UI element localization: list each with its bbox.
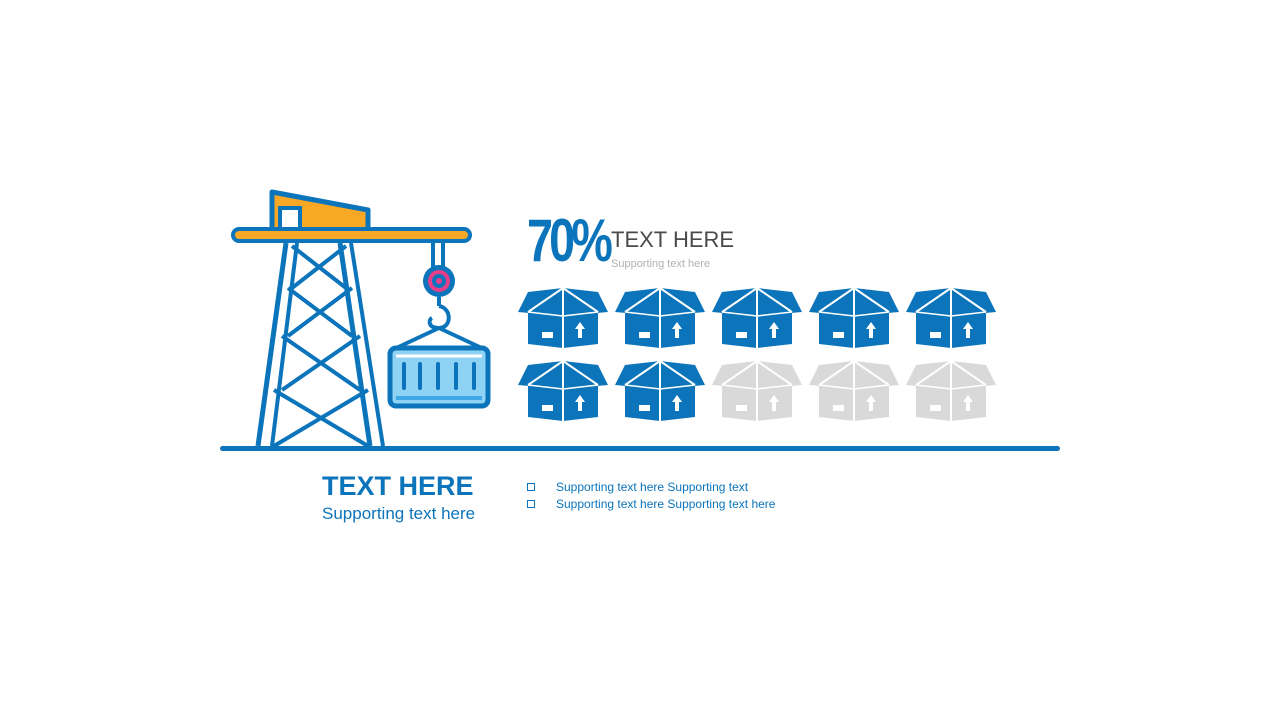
box-icon — [712, 359, 802, 421]
bullet-text: Supporting text here Supporting text her… — [556, 496, 776, 511]
shipping-container-icon — [387, 345, 491, 409]
arrow-up-icon — [575, 395, 585, 411]
box-pictogram-grid — [518, 286, 1008, 422]
box-icon — [712, 286, 802, 348]
box-icon — [518, 286, 608, 348]
bullet-square-icon — [527, 482, 535, 491]
bullet-text: Supporting text here Supporting text — [556, 479, 749, 494]
arrow-up-icon — [866, 322, 876, 338]
arrow-up-icon — [575, 322, 585, 338]
arrow-up-icon — [769, 322, 779, 338]
arrow-up-icon — [963, 395, 973, 411]
crane-jib — [231, 227, 472, 243]
arrow-up-icon — [866, 395, 876, 411]
bottom-title: TEXT HERE — [322, 471, 474, 501]
arrow-up-icon — [769, 395, 779, 411]
crane-icon — [231, 189, 491, 448]
stat-percent: 70% — [527, 207, 613, 274]
arrow-up-icon — [963, 322, 973, 338]
box-icon — [809, 359, 899, 421]
stat-subtitle: Supporting text here — [611, 258, 711, 270]
crane-cable — [431, 239, 445, 271]
ground-line — [220, 446, 1060, 451]
box-icon — [518, 359, 608, 421]
box-icon — [906, 359, 996, 421]
box-icon — [809, 286, 899, 348]
arrow-up-icon — [672, 395, 682, 411]
arrow-up-icon — [672, 322, 682, 338]
bullet-square-icon — [527, 499, 535, 508]
bullet-list: Supporting text here Supporting text Sup… — [526, 478, 775, 512]
stat-title: TEXT HERE — [611, 227, 735, 252]
crane-cabin-window — [278, 206, 302, 232]
bullet-item: Supporting text here Supporting text her… — [526, 495, 775, 512]
box-icon — [906, 286, 996, 348]
box-icon — [615, 286, 705, 348]
bottom-subtitle: Supporting text here — [322, 504, 476, 523]
box-icon — [615, 359, 705, 421]
bullet-item: Supporting text here Supporting text — [526, 478, 775, 495]
